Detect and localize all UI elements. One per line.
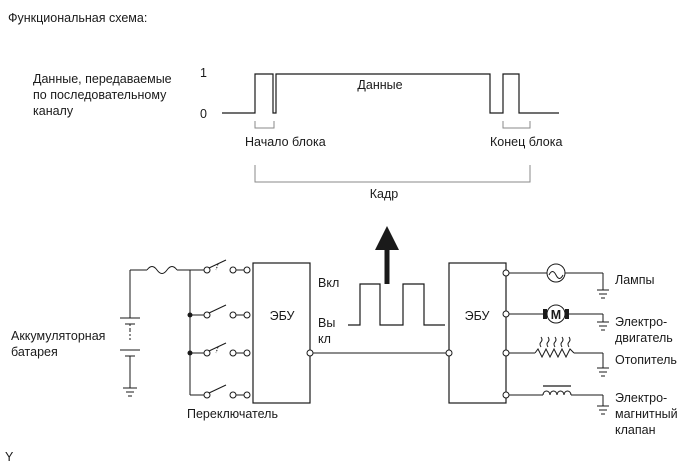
load-label-motor-line1: Электро- [615,315,667,329]
load-label-valve-line3: клапан [615,423,656,437]
ground-icon [123,387,137,397]
block-start-label: Начало блока [245,135,326,149]
signal-label-line2: по последовательному [33,88,167,102]
pulse-waveform [348,283,445,326]
signal-label-line3: каналу [33,104,74,118]
motor-symbol: M [551,308,561,322]
data-label: Данные [357,78,402,92]
block-end-label: Конец блока [490,135,562,149]
switch-label: Переключатель [187,407,278,421]
ecu-left-box [252,262,311,404]
level-low-label: 0 [200,107,207,121]
signal-label-line1: Данные, передаваемые [33,72,172,86]
serial-data-waveform: Данные, передаваемые по последовательном… [33,66,562,201]
ground-icon [597,321,609,331]
ecu-right-label: ЭБУ [465,309,490,323]
up-arrow-icon [375,226,399,284]
ecu-left-label: ЭБУ [270,309,295,323]
ground-icon [597,289,609,299]
load-label-valve-line1: Электро- [615,391,667,405]
battery-label-line1: Аккумуляторная [11,329,105,343]
frame-bracket [254,165,531,183]
load-label-valve-line2: магнитный [615,407,678,421]
heater-icon [534,336,575,359]
load-label-lamps: Лампы [615,273,655,287]
off-label-line2: кл [318,332,331,346]
circuit: Аккумуляторная батарея [11,259,678,437]
block-start-bracket [254,121,275,129]
on-label: Вкл [318,276,339,290]
load-label-motor-line2: двигатель [615,331,673,345]
motor-icon: M [543,304,569,324]
frame-label: Кадр [370,187,399,201]
diagram-title: Функциональная схема: [8,11,147,25]
block-end-bracket [502,121,531,129]
ecu-right-box [448,262,507,404]
battery-icon [120,270,140,388]
lamp-icon [546,263,566,283]
corner-mark: Y [5,450,14,464]
battery-label-line2: батарея [11,345,58,359]
off-label-line1: Вы [318,316,335,330]
load-label-heater: Отопитель [615,353,677,367]
solenoid-valve-icon [542,385,572,396]
waveform-line [222,73,559,114]
fuse-icon [146,266,178,274]
ground-icon [597,367,609,377]
switch-group [190,259,251,399]
ground-icon [597,405,609,415]
level-high-label: 1 [200,66,207,80]
